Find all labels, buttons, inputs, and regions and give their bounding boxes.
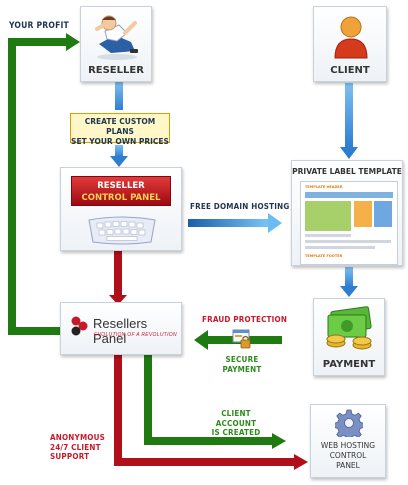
reseller-figure-icon <box>95 15 138 60</box>
profit-arrow <box>8 33 80 335</box>
client-account-line2: IS CREATED <box>211 428 261 437</box>
support-arrow <box>114 355 308 470</box>
reseller-title: RESELLER <box>88 65 144 76</box>
payment-title: PAYMENT <box>322 359 376 370</box>
web-hosting-line1: WEB HOSTING <box>320 441 376 450</box>
payment-card: PAYMENT <box>313 298 385 376</box>
custom-plans-note: CREATE CUSTOM PLANS SET YOUR OWN PRICES <box>70 113 170 146</box>
resellers-panel-tagline: EVOLUTION OF A REVOLUTION <box>94 332 177 338</box>
control-panel-banner: RESELLER CONTROL PANEL <box>71 176 171 206</box>
support-line1: ANONYMOUS <box>50 433 106 442</box>
free-domain-hosting-arrow <box>188 213 282 233</box>
client-title: CLIENT <box>330 65 370 76</box>
private-label-template-card: PRIVATE LABEL TEMPLATE TEMPLATE HEADER T… <box>291 160 403 266</box>
support-line2: 24/7 CLIENT <box>50 442 101 452</box>
secure-payment-line1: SECURE <box>225 355 259 364</box>
gear-icon <box>335 409 363 437</box>
web-hosting-line2: CONTROL <box>329 451 367 460</box>
template-thumbnail-icon: TEMPLATE HEADER TEMPLATE FOOTER <box>300 181 398 265</box>
client-user-icon <box>334 16 368 59</box>
keyboard-icon <box>88 216 156 245</box>
template-header-label: TEMPLATE HEADER <box>305 185 343 189</box>
template-to-payment-arrow <box>340 267 358 297</box>
client-account-label: CLIENT ACCOUNT IS CREATED <box>200 409 272 438</box>
reseller-to-panel-arrow <box>110 82 128 167</box>
fraud-protection-label: FRAUD PROTECTION <box>202 315 288 324</box>
secure-payment-line2: PAYMENT <box>222 364 262 374</box>
client-card: CLIENT <box>313 6 387 82</box>
resellers-panel-name: Resellers Panel <box>93 316 148 346</box>
control-panel-line2: CONTROL PANEL <box>81 193 161 203</box>
support-label: ANONYMOUS 24/7 CLIENT SUPPORT <box>50 433 105 462</box>
secure-payment-icon <box>232 329 251 349</box>
client-account-line1: CLIENT ACCOUNT <box>215 409 257 428</box>
client-account-arrow <box>144 355 286 449</box>
free-domain-hosting-label: FREE DOMAIN HOSTING <box>190 202 290 211</box>
web-hosting-title: WEB HOSTING CONTROL PANEL <box>311 441 385 471</box>
support-line3: SUPPORT <box>50 452 90 461</box>
template-footer-label: TEMPLATE FOOTER <box>305 254 343 258</box>
web-hosting-line3: PANEL <box>336 461 360 470</box>
client-to-template-arrow <box>340 83 358 159</box>
custom-plans-line2: SET YOUR OWN PRICES <box>71 137 169 146</box>
panel-to-resellers-panel-arrow <box>109 251 127 305</box>
money-payment-icon <box>326 306 372 350</box>
control-panel-line1: RESELLER <box>97 181 145 191</box>
custom-plans-line1: CREATE CUSTOM PLANS <box>84 117 156 136</box>
private-label-template-title: PRIVATE LABEL TEMPLATE <box>292 167 402 176</box>
web-hosting-control-panel-card: WEB HOSTING CONTROL PANEL <box>310 404 386 478</box>
reseller-card: RESELLER <box>80 6 152 82</box>
resellers-panel-logo <box>71 316 88 336</box>
resellers-panel-card: Resellers Panel EVOLUTION OF A REVOLUTIO… <box>60 302 182 355</box>
your-profit-label: YOUR PROFIT <box>9 21 69 31</box>
reseller-control-panel-card: RESELLER CONTROL PANEL <box>60 167 182 251</box>
secure-payment-label: SECURE PAYMENT <box>222 355 262 374</box>
